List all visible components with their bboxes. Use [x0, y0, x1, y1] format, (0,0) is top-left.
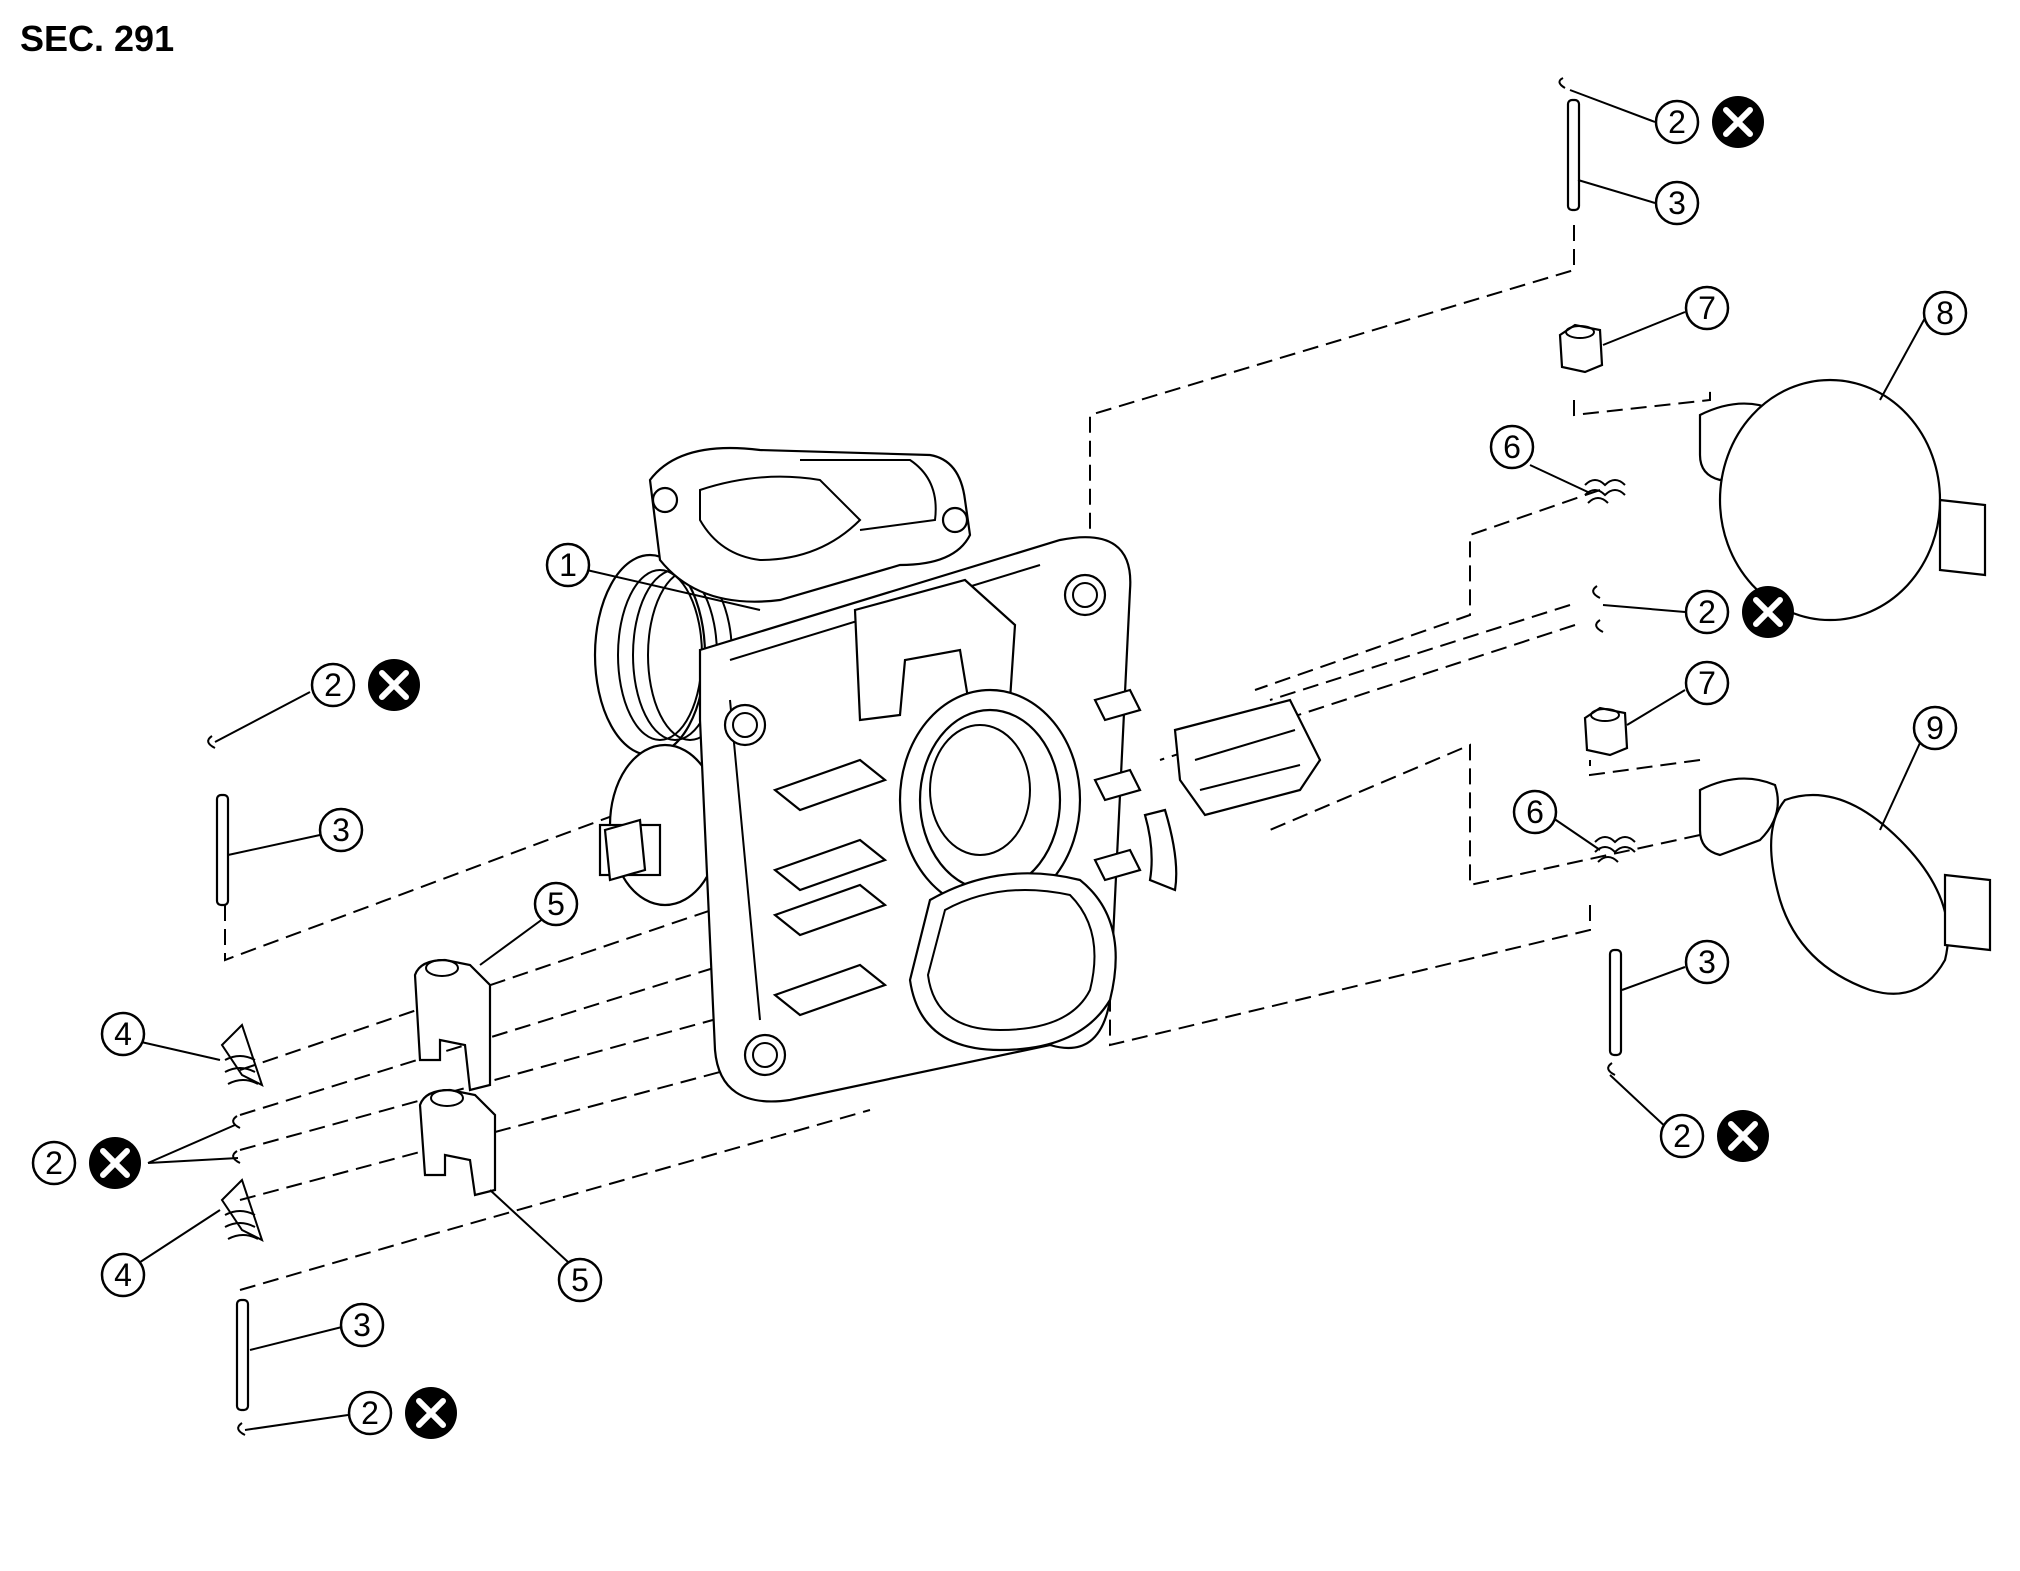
- clips: [207, 77, 1616, 1436]
- callout-5-bottom: 5: [557, 1257, 603, 1303]
- svg-text:3: 3: [1698, 944, 1716, 980]
- svg-text:2: 2: [1673, 1118, 1691, 1154]
- svg-text:8: 8: [1936, 295, 1954, 331]
- svg-text:3: 3: [1668, 185, 1686, 221]
- callout-7-bottom: 7: [1684, 660, 1730, 706]
- circle-x-icon: [368, 659, 420, 711]
- callout-9: 9: [1912, 705, 1958, 751]
- callout-3-bottom-left: 3: [339, 1302, 385, 1348]
- pins: [215, 98, 1623, 1412]
- callout-6-top: 6: [1489, 424, 1535, 470]
- callout-4-top: 4: [100, 1011, 146, 1057]
- callout-1: 1: [545, 542, 591, 588]
- callout-8: 8: [1922, 290, 1968, 336]
- svg-text:3: 3: [332, 812, 350, 848]
- callout-4-bottom: 4: [100, 1252, 146, 1298]
- callout-7-top: 7: [1684, 285, 1730, 331]
- callout-5-top: 5: [533, 881, 579, 927]
- callout-3-bottom-right: 3: [1684, 939, 1730, 985]
- callouts: 1 2 3 7 8 6 2: [31, 96, 1968, 1439]
- svg-text:5: 5: [547, 886, 565, 922]
- callout-2-bottom-left: 2: [347, 1387, 457, 1439]
- callout-2-mid-right: 2: [1684, 586, 1794, 638]
- svg-text:7: 7: [1698, 290, 1716, 326]
- svg-text:3: 3: [353, 1307, 371, 1343]
- svg-text:2: 2: [324, 667, 342, 703]
- callout-3-top-left: 3: [318, 807, 364, 853]
- svg-text:6: 6: [1526, 794, 1544, 830]
- circle-x-icon: [1717, 1110, 1769, 1162]
- svg-text:7: 7: [1698, 665, 1716, 701]
- svg-text:2: 2: [1668, 104, 1686, 140]
- svg-text:2: 2: [361, 1395, 379, 1431]
- hinge-brackets: [413, 958, 497, 1197]
- callout-2-mid-left: 2: [31, 1137, 141, 1189]
- circle-x-icon: [1742, 586, 1794, 638]
- section-label: SEC. 291: [20, 18, 175, 59]
- callout-6-bottom: 6: [1512, 789, 1558, 835]
- circle-x-icon: [405, 1387, 457, 1439]
- circle-x-icon: [1712, 96, 1764, 148]
- circle-x-icon: [89, 1137, 141, 1189]
- callout-2-bottom-right: 2: [1659, 1110, 1769, 1162]
- svg-text:4: 4: [114, 1257, 132, 1293]
- svg-text:2: 2: [1698, 594, 1716, 630]
- assembly-lines: [224, 225, 1711, 1291]
- springs: [220, 479, 1636, 1242]
- svg-text:6: 6: [1503, 429, 1521, 465]
- svg-text:9: 9: [1926, 710, 1944, 746]
- svg-text:5: 5: [571, 1262, 589, 1298]
- svg-text:2: 2: [45, 1145, 63, 1181]
- svg-text:1: 1: [559, 547, 577, 583]
- callout-2-top-right: 2: [1654, 96, 1764, 148]
- valve-plates: [1698, 378, 1992, 995]
- svg-text:4: 4: [114, 1016, 132, 1052]
- callout-3-top-right: 3: [1654, 180, 1700, 226]
- throttle-body-assembly: [593, 446, 1322, 1103]
- bushings: [1558, 323, 1629, 757]
- callout-2-top-left: 2: [310, 659, 420, 711]
